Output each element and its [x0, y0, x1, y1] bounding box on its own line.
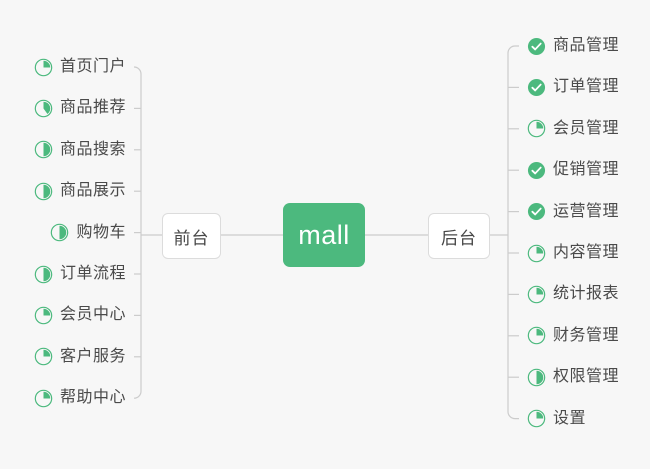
check-circle-icon	[527, 203, 546, 221]
leaf-item[interactable]: 订单管理	[527, 76, 619, 98]
leaf-item[interactable]: 商品展示	[0, 180, 126, 202]
leaf-item[interactable]: 购物车	[0, 222, 126, 244]
pie-half-icon	[34, 265, 53, 283]
leaf-item[interactable]: 促销管理	[527, 159, 619, 181]
leaf-item[interactable]: 订单流程	[0, 263, 126, 285]
leaf-item[interactable]: 内容管理	[527, 242, 619, 264]
leaf-item[interactable]: 商品推荐	[0, 97, 126, 119]
leaf-item[interactable]: 商品搜索	[0, 139, 126, 161]
pie-quarter-icon	[527, 409, 546, 428]
leaf-item[interactable]: 运营管理	[527, 201, 619, 223]
leaf-item-label: 统计报表	[553, 285, 620, 303]
leaf-item-label: 商品搜索	[59, 140, 126, 158]
pie-half-icon	[51, 223, 69, 242]
leaf-item[interactable]: 会员管理	[527, 118, 619, 140]
leaf-item-label: 商品展示	[59, 182, 126, 200]
branch-node-front-label: 前台	[173, 228, 210, 248]
pie-quarter-icon	[34, 58, 53, 76]
branch-node-back-label: 后台	[441, 228, 477, 248]
leaf-item-label: 首页门户	[59, 58, 126, 75]
pie-quarter-icon	[34, 389, 53, 407]
leaf-item-label: 会员管理	[553, 119, 620, 137]
leaf-item[interactable]: 设置	[527, 408, 586, 430]
leaf-item-label: 权限管理	[553, 368, 620, 386]
leaf-item-label: 订单流程	[59, 265, 126, 282]
leaf-item-label: 设置	[553, 409, 587, 427]
branch-node-back[interactable]: 后台	[428, 213, 490, 259]
pie-half-icon	[527, 368, 546, 386]
pie-quarter-icon	[527, 120, 546, 138]
leaf-item[interactable]: 客户服务	[0, 346, 126, 368]
leaf-item[interactable]: 商品管理	[527, 35, 619, 57]
leaf-item-label: 会员中心	[59, 306, 126, 324]
leaf-item-label: 帮助中心	[59, 389, 126, 407]
leaf-item[interactable]: 帮助中心	[0, 387, 126, 409]
leaf-item[interactable]: 会员中心	[0, 304, 126, 326]
pie-quarter-icon	[527, 285, 546, 304]
pie-two-fifths-icon	[34, 99, 53, 118]
leaf-item-label: 客户服务	[59, 347, 126, 365]
leaf-item-label: 订单管理	[553, 78, 620, 96]
center-node-label: mall	[298, 219, 350, 250]
leaf-item[interactable]: 财务管理	[527, 325, 619, 347]
leaf-item-label: 财务管理	[553, 326, 620, 344]
leaf-item-label: 商品管理	[553, 37, 620, 54]
pie-quarter-icon	[34, 348, 53, 366]
leaf-item[interactable]: 首页门户	[0, 56, 126, 78]
check-circle-icon	[527, 161, 546, 179]
leaf-item[interactable]: 统计报表	[527, 283, 619, 305]
check-circle-icon	[527, 37, 546, 55]
branch-node-front[interactable]: 前台	[162, 213, 221, 259]
leaf-item-label: 促销管理	[553, 161, 620, 179]
leaf-item-label: 运营管理	[553, 202, 620, 220]
pie-quarter-icon	[527, 327, 546, 345]
leaf-item-label: 商品推荐	[59, 99, 126, 117]
check-circle-icon	[527, 78, 546, 96]
pie-half-icon	[34, 141, 53, 159]
pie-quarter-icon	[34, 306, 53, 325]
pie-quarter-icon	[527, 244, 546, 262]
leaf-item-label: 购物车	[76, 223, 126, 241]
center-node-mall[interactable]: mall	[283, 203, 365, 267]
leaf-item-label: 内容管理	[553, 244, 620, 261]
pie-half-icon	[34, 182, 53, 200]
leaf-item[interactable]: 权限管理	[527, 366, 619, 388]
back-bracket	[507, 45, 519, 420]
